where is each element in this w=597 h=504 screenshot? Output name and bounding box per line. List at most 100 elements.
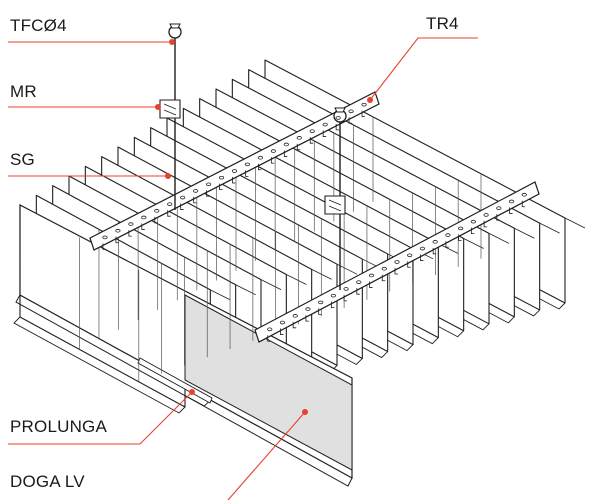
carrier-clip <box>128 230 132 237</box>
carrier-clip <box>521 200 526 208</box>
carrier-slot <box>128 222 134 226</box>
carrier-clip <box>102 243 106 250</box>
carrier-clip <box>335 123 340 131</box>
carrier-slot <box>368 273 375 278</box>
carrier-slot <box>218 175 225 180</box>
hook-top <box>169 23 181 29</box>
carrier-slot <box>496 206 502 210</box>
carrier-clip <box>270 157 275 164</box>
front-panel-lip <box>15 294 353 487</box>
carrier-slot <box>180 195 186 200</box>
carrier-slot <box>270 149 276 153</box>
carrier-slot <box>154 209 160 213</box>
carrier-clip <box>369 281 373 288</box>
carrier-slot <box>102 235 108 240</box>
leader-dot <box>189 389 195 395</box>
carrier-slot <box>309 129 315 133</box>
carrier-clip <box>348 117 353 124</box>
carrier-clip <box>420 254 424 261</box>
spring-coil <box>328 199 342 212</box>
carrier-slot <box>445 233 451 237</box>
leader-dot <box>367 97 373 103</box>
label-tfc: TFCØ4 <box>10 16 67 35</box>
carrier-clip <box>458 234 462 241</box>
baffle-extension <box>210 289 231 301</box>
carrier-clip <box>343 294 348 302</box>
carrier-slot <box>356 280 362 284</box>
carrier-slot <box>115 228 121 233</box>
baffle-lip <box>13 316 186 414</box>
baffle-extension <box>235 284 256 296</box>
carrier-clip <box>115 236 119 244</box>
carrier-clip <box>483 220 488 228</box>
label-sg: SG <box>10 150 35 169</box>
carrier-clip <box>309 137 314 144</box>
carrier-slot <box>231 169 238 173</box>
leader-dot <box>169 39 175 45</box>
baffle-extension <box>286 274 307 285</box>
leader-doga-lv <box>227 411 306 501</box>
carrier-clip <box>267 335 271 342</box>
carrier-slot <box>141 215 147 220</box>
carrier-slot <box>348 109 354 114</box>
baffle-extension <box>539 222 560 234</box>
tr4-carrier-rails <box>89 91 540 343</box>
carrier-slot <box>257 155 264 160</box>
label-doga-lv: DOGA LV <box>10 472 85 491</box>
carrier-clip <box>318 308 322 315</box>
label-mr: MR <box>10 82 37 101</box>
carrier-slot <box>244 162 251 167</box>
carrier-clip <box>356 288 360 295</box>
carrier-slot <box>483 213 489 217</box>
carrier-slot <box>432 240 438 244</box>
carrier-clip <box>470 227 475 235</box>
spring-adjuster <box>324 195 346 215</box>
carrier-slot <box>407 253 413 258</box>
carrier-clip <box>283 150 288 157</box>
hanger-assemblies <box>159 23 347 290</box>
carrier-slot <box>167 202 173 206</box>
doga-lv-panel <box>184 294 353 471</box>
leader-lines <box>8 37 478 501</box>
carrier-slot <box>470 219 476 224</box>
spring-adjuster <box>159 99 181 119</box>
carrier-clip <box>322 130 327 137</box>
carrier-slot <box>335 116 341 120</box>
label-prolunga: PROLUNGA <box>10 417 108 436</box>
label-tr4: TR4 <box>426 14 459 33</box>
leader-dot <box>165 173 171 179</box>
carrier-clip <box>280 328 284 335</box>
baffle-extension <box>311 268 332 280</box>
carrier-slot <box>318 300 324 305</box>
carrier-clip <box>305 315 309 322</box>
carrier-clip <box>206 190 210 197</box>
carrier-slot <box>205 182 212 187</box>
carrier-clip <box>292 321 297 329</box>
carrier-clip <box>432 247 437 255</box>
carrier-slot <box>305 307 311 311</box>
hook-top <box>334 107 346 113</box>
baffle-extension <box>260 279 282 290</box>
leader-prolunga <box>8 391 193 445</box>
carrier-slot <box>322 122 328 127</box>
leader-tr4 <box>369 37 478 101</box>
carrier-clip <box>141 223 145 230</box>
carrier-slot <box>508 199 515 204</box>
carrier-slot <box>521 192 527 197</box>
carrier-clip <box>232 177 236 184</box>
carrier-slot <box>330 293 336 298</box>
carrier-clip <box>445 241 449 248</box>
carrier-slot <box>193 189 199 193</box>
baffle-extension <box>514 227 535 239</box>
carrier-slot <box>343 287 349 291</box>
carrier-clip <box>167 210 171 217</box>
carrier-clip <box>154 216 158 224</box>
carrier-clip <box>296 143 301 151</box>
carrier-clip <box>258 163 262 171</box>
carrier-clip <box>193 196 197 204</box>
carrier-slot <box>381 266 387 271</box>
carrier-clip <box>361 110 366 118</box>
carrier-slot <box>283 142 289 147</box>
carrier-clip <box>330 301 335 309</box>
